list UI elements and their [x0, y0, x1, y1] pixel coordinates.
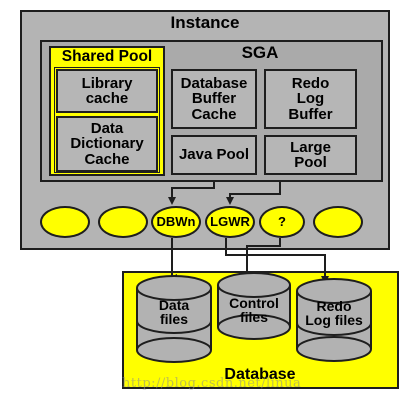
dbwn-process: DBWn [151, 206, 201, 238]
sga-to-dbwn-arrow [168, 182, 215, 205]
dbwn-to-data-files-arrow [169, 238, 177, 282]
unknown-to-control-files-arrow [243, 238, 281, 281]
data-dictionary-cache-label: Data Dictionary Cache [70, 120, 144, 168]
library-cache-label: Library cache [81, 74, 133, 107]
redo-log-files-cylinder [296, 278, 372, 362]
control-files-cylinder [217, 272, 291, 340]
library-cache-box: Library cache [56, 69, 158, 113]
background-process-1 [40, 206, 90, 238]
sga-to-lgwr-arrow [226, 182, 281, 205]
java-pool-label: Java Pool [178, 146, 250, 164]
watermark-text: http://blog.csdn.net/linua [122, 376, 302, 391]
control-files-label: Control files [229, 295, 279, 325]
unknown-process: ? [259, 206, 305, 238]
lgwr-process: LGWR [205, 206, 255, 238]
large-pool-label: Large Pool [290, 138, 331, 171]
lgwr-to-redo-files-arrow [225, 238, 329, 284]
redo-log-buffer-box: Redo Log Buffer [264, 69, 357, 129]
instance-title: Instance [170, 13, 240, 32]
large-pool-box: Large Pool [264, 135, 357, 175]
database-buffer-cache-label: Database Buffer Cache [180, 75, 248, 123]
shared-pool-title: Shared Pool [61, 48, 153, 65]
background-process-2 [98, 206, 148, 238]
data-dictionary-cache-box: Data Dictionary Cache [56, 116, 158, 172]
dbwn-label: DBWn [156, 214, 196, 230]
sga-title: SGA [241, 43, 279, 62]
unknown-process-label: ? [278, 214, 286, 230]
redo-log-files-label: Redo Log files [305, 298, 363, 328]
database-buffer-cache-box: Database Buffer Cache [171, 69, 257, 129]
data-files-cylinder [136, 275, 212, 363]
redo-log-buffer-label: Redo Log Buffer [288, 75, 333, 123]
background-process-6 [313, 206, 363, 238]
java-pool-box: Java Pool [171, 135, 257, 175]
database-title: Database [224, 366, 296, 383]
data-files-label: Data files [158, 297, 190, 327]
lgwr-label: LGWR [210, 214, 250, 230]
